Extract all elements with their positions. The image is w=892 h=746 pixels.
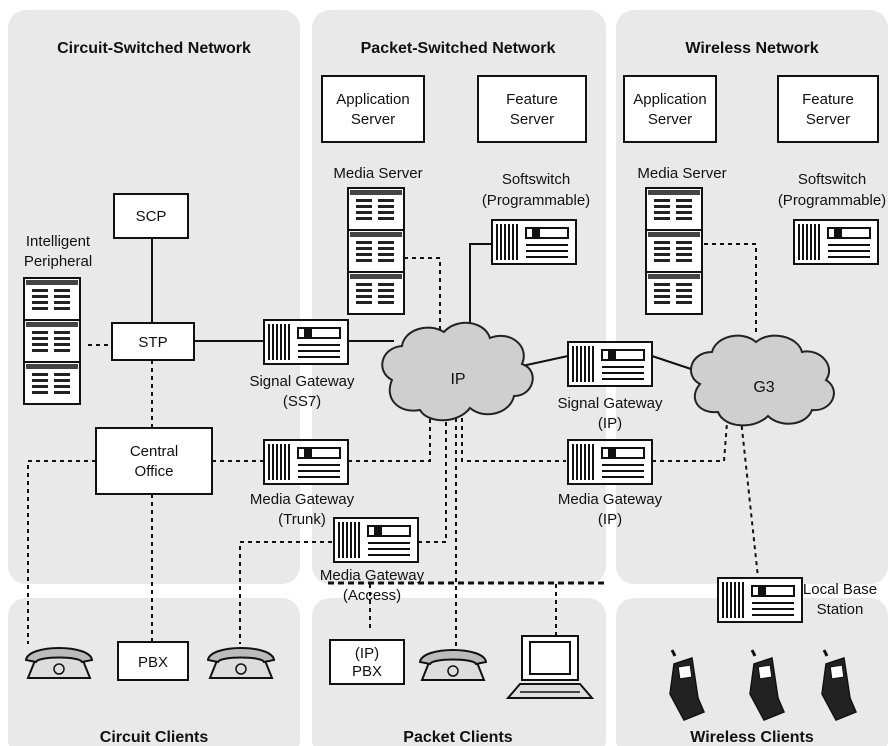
phone-icon	[207, 647, 275, 679]
media-server-wireless-label: Media Server	[637, 165, 726, 182]
svg-text:Application: Application	[633, 91, 706, 108]
intelligent-peripheral-rack	[23, 277, 81, 405]
signal-gateway-ip-label-2: (IP)	[598, 415, 622, 432]
local-base-station-label-2: Station	[817, 601, 864, 618]
connections	[27, 238, 761, 646]
signal-gateway-ip	[567, 341, 653, 387]
intelligent-peripheral-label-1: Intelligent	[26, 233, 91, 250]
ip-pbx-box: (IP) PBX	[329, 639, 405, 685]
application-server-packet: Application Server	[321, 75, 425, 143]
packet-clients-title: Packet Clients	[403, 729, 512, 746]
media-gateway-trunk	[263, 439, 349, 485]
media-gateway-trunk-label-2: (Trunk)	[278, 511, 326, 528]
svg-text:Feature: Feature	[802, 91, 854, 108]
svg-text:Office: Office	[135, 463, 174, 480]
pbx-box: PBX	[117, 641, 189, 681]
media-gateway-access-label-2: (Access)	[343, 587, 401, 604]
signal-gateway-ss7-label-2: (SS7)	[283, 393, 321, 410]
softswitch-wireless-label-1: Softswitch	[798, 171, 866, 188]
svg-text:PBX: PBX	[352, 663, 382, 680]
circuit-network-panel	[8, 10, 300, 584]
media-server-wireless-rack	[645, 187, 703, 315]
packet-network-panel	[312, 10, 606, 584]
local-base-station	[717, 577, 803, 623]
svg-text:STP: STP	[138, 334, 167, 351]
ip-cloud: IP	[381, 321, 534, 422]
svg-text:Application: Application	[336, 91, 409, 108]
wireless-network-panel	[616, 10, 888, 584]
phone-icon	[419, 649, 487, 681]
wireless-clients-title: Wireless Clients	[690, 729, 814, 746]
circuit-clients-title: Circuit Clients	[100, 729, 209, 746]
softswitch-packet-label-1: Softswitch	[502, 171, 570, 188]
svg-text:(IP): (IP)	[355, 645, 379, 662]
svg-text:Server: Server	[806, 111, 850, 128]
svg-text:Server: Server	[351, 111, 395, 128]
wireless-network-title: Wireless Network	[685, 40, 818, 57]
svg-text:SCP: SCP	[136, 208, 167, 225]
feature-server-wireless: Feature Server	[777, 75, 879, 143]
g3-cloud-label: G3	[753, 379, 774, 396]
scp-box: SCP	[113, 193, 189, 239]
stp-box: STP	[111, 322, 195, 361]
svg-text:Server: Server	[510, 111, 554, 128]
softswitch-wireless-label-2: (Programmable)	[778, 192, 886, 209]
media-gateway-access	[333, 517, 419, 563]
media-gateway-trunk-label-1: Media Gateway	[250, 491, 355, 508]
packet-network-title: Packet-Switched Network	[361, 40, 556, 57]
computer-icon	[505, 635, 595, 699]
intelligent-peripheral-label-2: Peripheral	[24, 253, 92, 270]
svg-text:Server: Server	[648, 111, 692, 128]
signal-gateway-ss7	[263, 319, 349, 365]
circuit-network-title: Circuit-Switched Network	[57, 40, 251, 57]
media-gateway-ip-label-1: Media Gateway	[558, 491, 663, 508]
signal-gateway-ss7-label-1: Signal Gateway	[249, 373, 355, 390]
svg-text:Feature: Feature	[506, 91, 558, 108]
svg-text:PBX: PBX	[138, 654, 168, 671]
softswitch-packet	[491, 219, 577, 265]
media-gateway-access-label-1: Media Gateway	[320, 567, 425, 584]
svg-text:Central: Central	[130, 443, 178, 460]
softswitch-packet-label-2: (Programmable)	[482, 192, 590, 209]
media-server-packet-rack	[347, 187, 405, 315]
phone-icon	[25, 647, 93, 679]
local-base-station-label-1: Local Base	[803, 581, 877, 598]
signal-gateway-ip-label-1: Signal Gateway	[557, 395, 663, 412]
g3-cloud: G3	[690, 334, 835, 427]
application-server-wireless: Application Server	[623, 75, 717, 143]
feature-server-packet: Feature Server	[477, 75, 587, 143]
softswitch-wireless	[793, 219, 879, 265]
ip-cloud-label: IP	[450, 371, 465, 388]
central-office-box: Central Office	[95, 427, 213, 495]
media-gateway-ip-label-2: (IP)	[598, 511, 622, 528]
media-server-packet-label: Media Server	[333, 165, 422, 182]
media-gateway-ip	[567, 439, 653, 485]
